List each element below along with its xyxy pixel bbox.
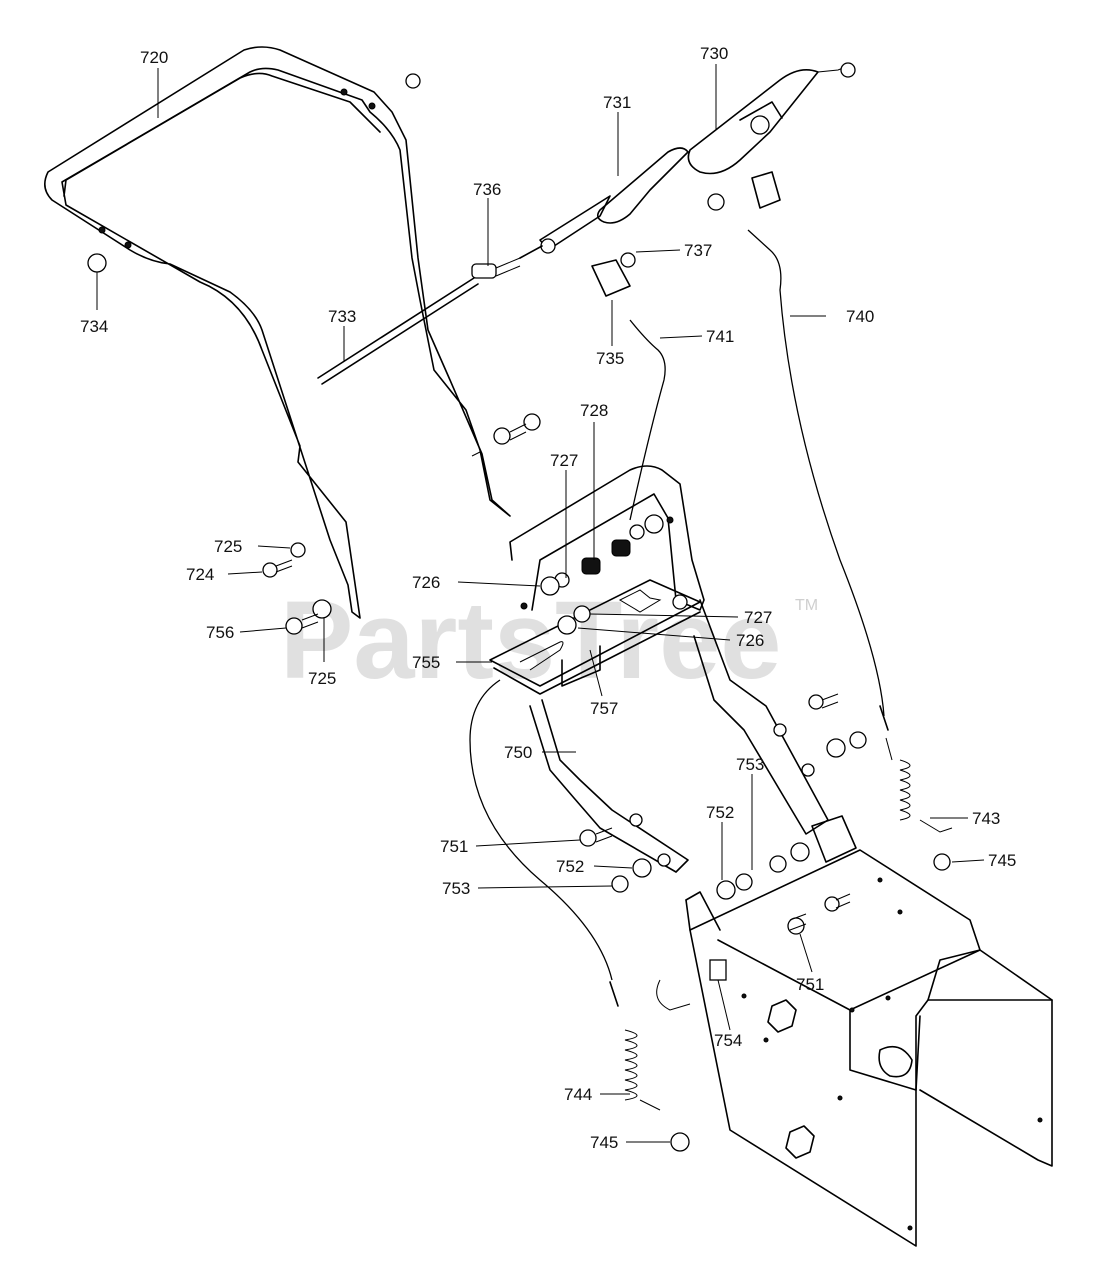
spring-743[interactable] bbox=[885, 737, 953, 871]
callout-756: 756 bbox=[206, 623, 234, 642]
nut-upper-right[interactable] bbox=[707, 193, 725, 211]
bolt-upper-right[interactable] bbox=[808, 694, 824, 710]
callout-728: 728 bbox=[580, 401, 608, 420]
cable-740-end bbox=[879, 705, 889, 731]
panel-bracket[interactable] bbox=[489, 465, 705, 695]
nut-745a[interactable] bbox=[933, 853, 951, 871]
nut-top[interactable] bbox=[405, 73, 421, 89]
washer-752a[interactable] bbox=[632, 858, 652, 878]
housing-frame[interactable] bbox=[656, 815, 1053, 1247]
callout-733: 733 bbox=[328, 307, 356, 326]
callout-750: 750 bbox=[504, 743, 532, 762]
callout-720: 720 bbox=[140, 48, 168, 67]
callout-751b: 751 bbox=[796, 975, 824, 994]
spring-728a[interactable] bbox=[581, 557, 601, 575]
bolt-756[interactable] bbox=[285, 617, 303, 635]
callout-737: 737 bbox=[684, 241, 712, 260]
cable-741 bbox=[629, 319, 666, 521]
washer-mid[interactable] bbox=[493, 427, 511, 445]
control-lever-730[interactable] bbox=[687, 62, 856, 175]
washer-725a[interactable] bbox=[290, 542, 306, 558]
callout-740: 740 bbox=[846, 307, 874, 326]
callout-726a: 726 bbox=[412, 573, 440, 592]
cable-744 bbox=[469, 679, 613, 981]
watermark-trademark: TM bbox=[795, 597, 818, 614]
bolt-mid[interactable] bbox=[523, 413, 541, 431]
washer-752b[interactable] bbox=[716, 880, 736, 900]
callout-751a: 751 bbox=[440, 837, 468, 856]
callout-757: 757 bbox=[590, 699, 618, 718]
callout-724: 724 bbox=[186, 565, 214, 584]
callout-727b: 727 bbox=[744, 608, 772, 627]
callout-735: 735 bbox=[596, 349, 624, 368]
leaders bbox=[96, 64, 985, 1143]
callout-744: 744 bbox=[564, 1085, 592, 1104]
upper-handle-720[interactable] bbox=[44, 46, 511, 619]
callout-755: 755 bbox=[412, 653, 440, 672]
handle-hardware[interactable] bbox=[87, 73, 541, 635]
lower-hardware[interactable] bbox=[579, 693, 867, 981]
callout-731: 731 bbox=[603, 93, 631, 112]
callout-743: 743 bbox=[972, 809, 1000, 828]
callout-725b: 725 bbox=[308, 669, 336, 688]
callout-727a: 727 bbox=[550, 451, 578, 470]
clip-754[interactable] bbox=[709, 959, 727, 981]
callout-741: 741 bbox=[706, 327, 734, 346]
cable-adjuster-736[interactable] bbox=[471, 257, 521, 279]
callout-753a: 753 bbox=[736, 755, 764, 774]
callout-725a: 725 bbox=[214, 537, 242, 556]
bolt-751a[interactable] bbox=[579, 829, 597, 847]
knob-734[interactable] bbox=[87, 253, 107, 273]
callout-745a: 745 bbox=[988, 851, 1016, 870]
cables[interactable] bbox=[469, 229, 889, 1007]
nut-753b[interactable] bbox=[735, 873, 753, 891]
callout-745b: 745 bbox=[590, 1133, 618, 1152]
nut-753a[interactable] bbox=[611, 875, 629, 893]
spring-728b[interactable] bbox=[611, 539, 631, 557]
callout-753b: 753 bbox=[442, 879, 470, 898]
washer-725b[interactable] bbox=[312, 599, 332, 619]
callout-754: 754 bbox=[714, 1031, 742, 1050]
control-lever-731[interactable] bbox=[539, 147, 689, 254]
nut-745b[interactable] bbox=[670, 1132, 690, 1152]
callout-752b: 752 bbox=[556, 857, 584, 876]
callout-726b: 726 bbox=[736, 631, 764, 650]
bolt-724[interactable] bbox=[262, 562, 278, 578]
cable-740 bbox=[747, 229, 885, 717]
callout-736: 736 bbox=[473, 180, 501, 199]
callout-730: 730 bbox=[700, 44, 728, 63]
spring-744[interactable] bbox=[624, 1029, 690, 1152]
callout-labels: 720 730 731 736 737 734 733 735 741 740 … bbox=[80, 44, 1016, 1152]
lower-handle-750[interactable] bbox=[529, 599, 829, 873]
cable-744-end bbox=[609, 981, 619, 1007]
callout-734: 734 bbox=[80, 317, 108, 336]
lever-bracket-735[interactable] bbox=[591, 171, 781, 297]
nut-737[interactable] bbox=[620, 252, 636, 268]
callout-752a: 752 bbox=[706, 803, 734, 822]
